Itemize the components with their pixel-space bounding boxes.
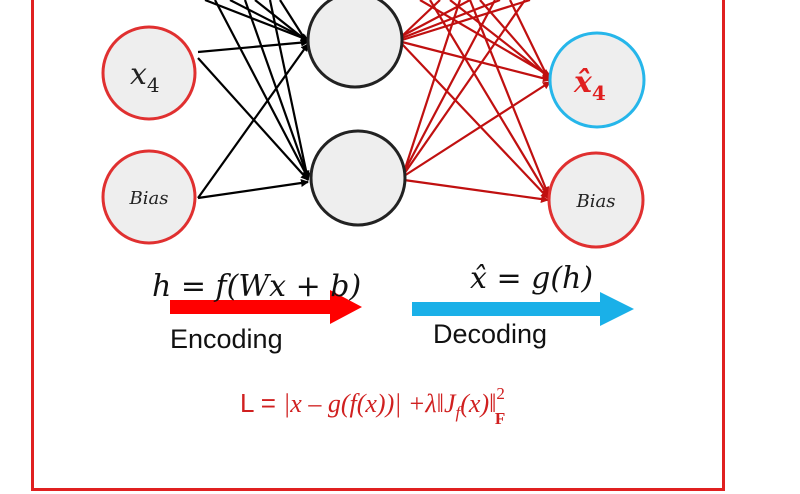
decoder-edge bbox=[401, 40, 551, 83]
encoder-edges bbox=[197, 0, 311, 200]
encoding-equation: h = f(Wx + b) bbox=[152, 269, 361, 304]
decoding-arrow bbox=[412, 292, 634, 326]
output-node-bias: Bias bbox=[547, 151, 645, 249]
svg-text:x4: x4 bbox=[130, 57, 160, 97]
decoder-edge bbox=[401, 0, 531, 42]
svg-text:x̂4: x̂4 bbox=[573, 65, 606, 105]
decoder-edge bbox=[468, 0, 550, 195]
encoder-edge bbox=[197, 57, 309, 181]
diagram-frame bbox=[31, 0, 725, 491]
decoder-edge bbox=[509, 0, 551, 83]
input-node-x4: x4 bbox=[101, 25, 197, 121]
output-bias-label: Bias bbox=[576, 191, 616, 212]
encoder-edge bbox=[279, 0, 309, 45]
input-bias-label: Bias bbox=[129, 188, 169, 209]
output-node-x4-hat: x̂4 bbox=[548, 31, 646, 129]
loss-expression: |x – g(f(x))| +λ‖J bbox=[283, 389, 457, 418]
decoder-edge bbox=[403, 0, 496, 173]
decoder-edge bbox=[449, 0, 551, 79]
decoder-edges bbox=[401, 0, 551, 203]
encoder-edge bbox=[204, 0, 309, 42]
encoding-label: Encoding bbox=[170, 324, 283, 354]
loss-jacobian-arg: (x)‖ bbox=[460, 389, 496, 418]
decoder-edge bbox=[402, 0, 462, 173]
encoder-edge bbox=[214, 0, 309, 179]
input-x4-label: x bbox=[130, 57, 147, 92]
output-x4-subscript: 4 bbox=[592, 81, 606, 105]
input-node-bias: Bias bbox=[101, 149, 197, 245]
decoder-edge bbox=[403, 81, 551, 177]
input-x4-subscript: 4 bbox=[147, 73, 160, 97]
encoder-edge bbox=[268, 0, 311, 181]
encoder-edge bbox=[197, 38, 309, 54]
encoder-edge bbox=[229, 0, 309, 41]
loss-prefix: L = bbox=[240, 388, 283, 418]
decoder-edge bbox=[401, 43, 549, 199]
hidden-node-1 bbox=[306, 0, 404, 89]
decoder-edge bbox=[403, 178, 549, 203]
decoding-equation: x̂ = g(h) bbox=[470, 261, 593, 296]
loss-jacobian-sub: f bbox=[456, 403, 463, 422]
decoding-label: Decoding bbox=[433, 319, 547, 349]
decoder-edge bbox=[401, 0, 471, 37]
decoder-edge bbox=[429, 0, 549, 197]
output-x4-label: x̂ bbox=[573, 65, 593, 100]
loss-norm-sup: 2 bbox=[496, 384, 505, 403]
loss-norm-sub: F bbox=[495, 409, 505, 428]
encoding-arrow bbox=[170, 290, 362, 324]
hidden-node-2 bbox=[309, 129, 407, 227]
decoder-edge bbox=[479, 0, 551, 81]
encoder-edge bbox=[197, 43, 309, 199]
encoder-edge bbox=[254, 0, 309, 43]
encoder-edge bbox=[197, 179, 309, 200]
